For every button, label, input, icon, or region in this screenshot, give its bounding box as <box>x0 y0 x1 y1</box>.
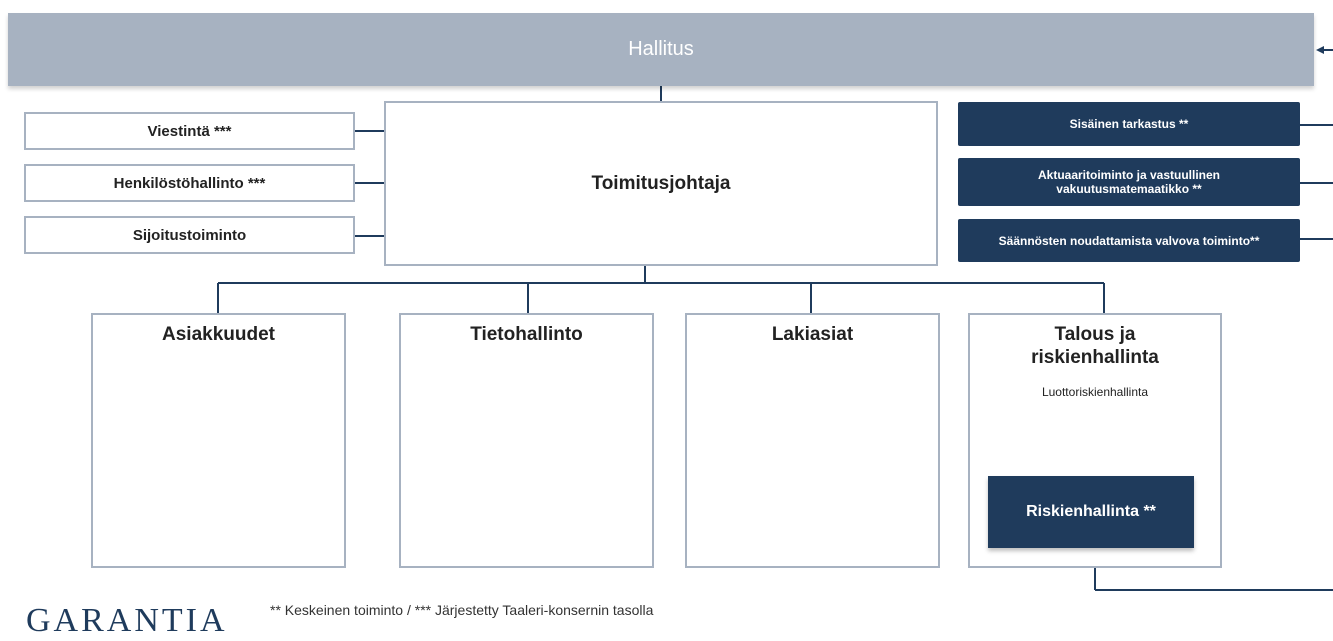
staff-label: Viestintä *** <box>147 122 232 140</box>
board-box: Hallitus <box>8 13 1314 86</box>
unit-box-lakiasiat: Lakiasiat <box>685 313 940 568</box>
unit-title: Tietohallinto <box>470 324 583 345</box>
unit-box-tietohallinto: Tietohallinto <box>399 313 654 568</box>
connector-lines <box>217 46 1333 591</box>
control-box-aktuaari: Aktuaaritoiminto ja vastuullinen vakuutu… <box>958 158 1300 206</box>
unit-title: Lakiasiat <box>771 324 854 345</box>
unit-title: Talous ja riskienhallinta <box>1031 324 1159 368</box>
logo-text: GARANTIA <box>26 602 228 639</box>
ceo-box: Toimitusjohtaja <box>384 101 938 266</box>
staff-box-viestinta: Viestintä *** <box>24 112 355 150</box>
company-logo: GARANTIA <box>26 601 228 641</box>
arrow-left-icon <box>1316 46 1324 54</box>
control-label: Säännösten noudattamista valvova toimint… <box>998 233 1260 248</box>
staff-label: Sijoitustoiminto <box>132 226 247 244</box>
staff-box-sijoitus: Sijoitustoiminto <box>24 216 355 254</box>
risk-management-box: Riskienhallinta ** <box>988 476 1194 548</box>
unit-subtitle: Luottoriskienhallinta <box>1041 385 1149 399</box>
control-box-compliance: Säännösten noudattamista valvova toimint… <box>958 219 1300 262</box>
unit-title: Asiakkuudet <box>162 324 275 345</box>
ceo-label: Toimitusjohtaja <box>591 172 731 194</box>
staff-label: Henkilöstöhallinto *** <box>113 174 266 192</box>
control-label: Sisäinen tarkastus ** <box>1069 117 1189 131</box>
unit-box-asiakkuudet: Asiakkuudet <box>91 313 346 568</box>
footnote: ** Keskeinen toiminto / *** Järjestetty … <box>270 602 654 618</box>
staff-box-henkilosto: Henkilöstöhallinto *** <box>24 164 355 202</box>
board-label: Hallitus <box>628 38 694 60</box>
risk-management-label: Riskienhallinta ** <box>1026 503 1156 520</box>
control-box-sisainen-tarkastus: Sisäinen tarkastus ** <box>958 102 1300 146</box>
control-label: Aktuaaritoiminto ja vastuullinen vakuutu… <box>1037 168 1221 196</box>
